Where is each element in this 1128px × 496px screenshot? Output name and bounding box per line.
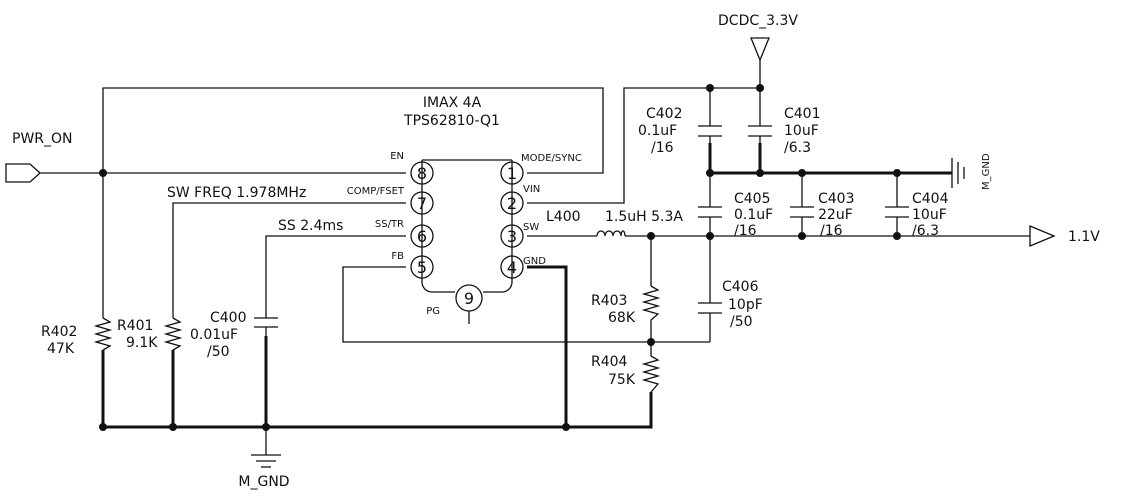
c406-ref: C406 [722, 279, 759, 295]
ic-body [410, 159, 524, 324]
ground-label-right: M_GND [981, 153, 992, 190]
pin-name-gnd: GND [523, 256, 546, 267]
pin-number: 1 [507, 164, 517, 183]
junctions [99, 84, 901, 431]
c402-rating: /16 [651, 140, 674, 156]
r402-ref: R402 [41, 324, 77, 340]
c403-ref: C403 [818, 191, 855, 207]
pin-name-sw: SW [523, 222, 539, 233]
capacitor-c405 [698, 206, 722, 218]
ground-bus [101, 143, 952, 429]
c401-ref: C401 [784, 106, 821, 122]
pin-name-fb: FB [391, 251, 404, 262]
ground-symbol-right [951, 158, 965, 188]
capacitor-c401 [748, 125, 772, 137]
c405-value: 0.1uF [734, 207, 773, 223]
c405-rating: /16 [734, 223, 757, 239]
c401-value: 10uF [784, 123, 819, 139]
ic-pin-names: EN COMP/FSET SS/TR FB MODE/SYNC VIN SW G… [347, 151, 582, 317]
pin-number: 6 [417, 227, 427, 246]
capacitor-c400 [254, 317, 278, 336]
soft-start-note: SS 2.4ms [278, 218, 343, 234]
pin-name-vin: VIN [523, 184, 540, 195]
c401-rating: /6.3 [784, 140, 811, 156]
pin-name-en: EN [390, 151, 404, 162]
pin-number: 2 [507, 194, 517, 213]
ground-symbol-bottom [251, 454, 281, 468]
pin-number: 8 [417, 164, 427, 183]
c400-value: 0.01uF [190, 327, 238, 343]
pin-number: 3 [507, 227, 517, 246]
r401-ref: R401 [117, 318, 153, 334]
l400-ref: L400 [546, 209, 581, 225]
r403-value: 68K [608, 310, 636, 326]
pin-name-comp-fset: COMP/FSET [347, 186, 405, 197]
c400-ref: C400 [210, 310, 247, 326]
r403-ref: R403 [591, 293, 627, 309]
pin-name-pg: PG [426, 306, 440, 317]
pin-name-mode-sync: MODE/SYNC [521, 153, 582, 164]
capacitor-c404 [885, 206, 909, 218]
capacitor-c402 [698, 125, 722, 137]
resistor-r402 [93, 317, 113, 351]
output-label: 1.1V [1068, 229, 1100, 245]
c403-value: 22uF [818, 207, 853, 223]
resistor-r403 [641, 285, 661, 321]
r401-value: 9.1K [126, 335, 158, 351]
resistor-r404 [641, 355, 661, 393]
c404-value: 10uF [912, 207, 947, 223]
r402-value: 47K [47, 341, 75, 357]
pin-number: 9 [464, 289, 474, 308]
l400-value: 1.5uH 5.3A [605, 209, 683, 225]
c404-ref: C404 [912, 191, 949, 207]
ic-title: IMAX 4A [423, 95, 482, 111]
c406-rating: /50 [730, 314, 753, 330]
r404-ref: R404 [591, 354, 628, 370]
c404-rating: /6.3 [912, 223, 939, 239]
capacitor-c406 [698, 302, 722, 314]
r404-value: 75K [608, 372, 636, 388]
pin-number: 5 [417, 258, 427, 277]
ground-label-bottom: M_GND [238, 474, 289, 490]
c403-rating: /16 [820, 223, 843, 239]
c406-value: 10pF [728, 297, 763, 313]
supply-label: DCDC_3.3V [718, 13, 798, 29]
pwr-on-port [5, 163, 41, 183]
pin-number: 7 [417, 194, 427, 213]
ic-pin-numbers: 8 7 6 5 1 2 3 4 9 [417, 164, 517, 308]
ic-part-number: TPS62810-Q1 [403, 113, 500, 129]
capacitor-c403 [790, 206, 814, 218]
output-port [1029, 225, 1056, 247]
pwr-on-label: PWR_ON [12, 131, 73, 147]
sw-freq-note: SW FREQ 1.978MHz [167, 185, 306, 201]
supply-triangle [750, 37, 770, 62]
c402-ref: C402 [646, 106, 683, 122]
pin-number: 4 [507, 258, 517, 277]
pin-name-ss-tr: SS/TR [375, 219, 404, 230]
c402-value: 0.1uF [638, 123, 677, 139]
inductor-l400 [596, 230, 626, 237]
c405-ref: C405 [734, 191, 771, 207]
resistor-r401 [163, 317, 183, 351]
c400-rating: /50 [207, 344, 230, 360]
